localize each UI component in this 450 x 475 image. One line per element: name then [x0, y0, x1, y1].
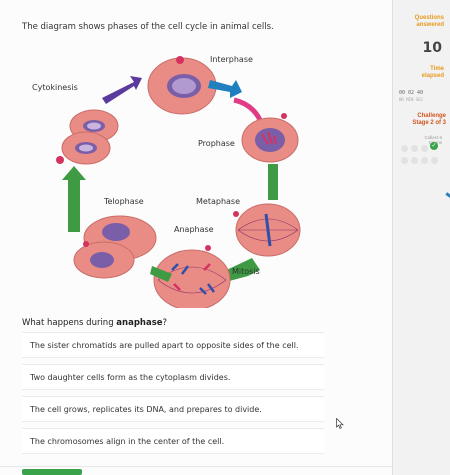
label-interphase: Interphase: [210, 55, 253, 64]
label-mitosis: Mitosis: [232, 267, 260, 276]
prophase-cell: [241, 113, 299, 163]
ribbon-icon: [445, 192, 450, 203]
token-dot: [411, 157, 418, 164]
label-cytokinesis: Cytokinesis: [32, 83, 78, 92]
answer-option-3[interactable]: The cell grows, replicates its DNA, and …: [22, 396, 324, 422]
submit-button[interactable]: [22, 469, 82, 475]
timer-display: 00 02 40 HR MIN SEC: [399, 90, 424, 102]
progress-sidebar: Questions answered 10 Time elapsed 00 02…: [392, 0, 450, 475]
question-text-after: ?: [162, 318, 168, 328]
stage-label: Stage 2 of 3: [412, 120, 446, 126]
answer-option-2[interactable]: Two daughter cells form as the cytoplasm…: [22, 364, 324, 390]
challenge-info: Challenge Stage 2 of 3: [412, 113, 446, 127]
timer-value: 00 02 40: [399, 90, 424, 96]
token-dot: [421, 145, 428, 152]
token-dot: [401, 157, 408, 164]
question-prompt: The diagram shows phases of the cell cyc…: [22, 22, 274, 32]
check-icon: ✓: [430, 142, 438, 150]
arrow-blue: [208, 80, 242, 98]
anaphase-cell: [153, 245, 231, 308]
arrow-pink: [233, 97, 263, 122]
questions-answered-label: Questions answered: [415, 15, 444, 29]
label-anaphase: Anaphase: [174, 225, 214, 234]
label-prophase: Prophase: [198, 139, 235, 148]
token-dot: [421, 157, 428, 164]
cell-cycle-diagram: Interphase Cytokinesis Prophase: [32, 55, 301, 308]
timer-units: HR MIN SEC: [399, 97, 424, 102]
divider: [0, 466, 392, 467]
token-dot: [401, 145, 408, 152]
token-dot: [431, 157, 438, 164]
interphase-cell: [147, 56, 217, 115]
mouse-cursor-icon: [336, 418, 344, 429]
telophase-cell: [73, 215, 157, 279]
answer-option-1[interactable]: The sister chromatids are pulled apart t…: [22, 332, 324, 358]
questions-answered-count: 10: [422, 40, 442, 56]
metaphase-cell: [233, 203, 301, 257]
tokens-line1: Collect 6: [424, 135, 442, 140]
question-text-before: What happens during: [22, 318, 117, 328]
arrow-green-left: [68, 180, 80, 232]
arrow-green-left-head: [62, 166, 86, 180]
token-dot: [411, 145, 418, 152]
time-label-line1: Time: [430, 66, 444, 72]
main-panel: The diagram shows phases of the cell cyc…: [0, 22, 392, 475]
time-elapsed-label: Time elapsed: [422, 66, 444, 80]
label-metaphase: Metaphase: [196, 197, 240, 206]
arrow-purple: [102, 76, 142, 104]
cytokinesis-cells: [56, 109, 119, 165]
time-label-line2: elapsed: [421, 73, 444, 79]
arrow-green-telophase: [150, 266, 172, 282]
questions-label-line1: Questions: [414, 15, 444, 21]
question-keyword: anaphase: [116, 318, 163, 328]
challenge-label: Challenge: [417, 113, 446, 119]
label-telophase: Telophase: [103, 197, 144, 206]
arrow-green-right: [268, 164, 278, 200]
question-text: What happens during anaphase?: [22, 318, 167, 328]
questions-label-line2: answered: [416, 22, 444, 28]
answer-option-4[interactable]: The chromosomes align in the center of t…: [22, 428, 324, 454]
